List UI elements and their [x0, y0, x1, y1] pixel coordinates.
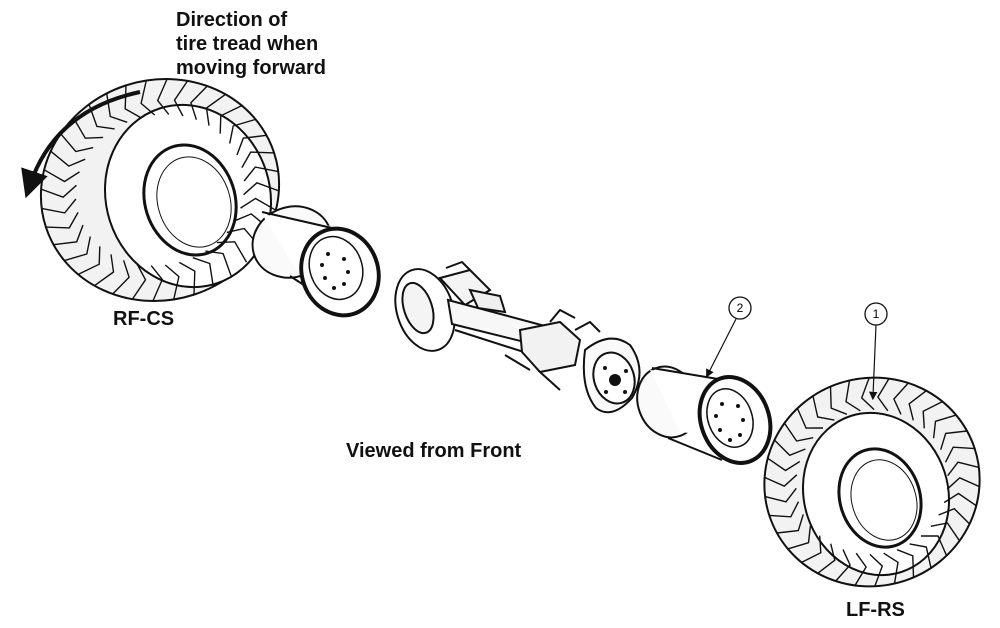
- tread-lug: [219, 104, 243, 134]
- lf-rs-label: LF-RS: [846, 599, 905, 621]
- tread-lug: [243, 166, 279, 182]
- tread-lug: [769, 501, 800, 518]
- tread-lug: [947, 461, 980, 477]
- tread-lug: [150, 265, 164, 302]
- tread-lug: [920, 535, 948, 556]
- tread-lug: [43, 169, 80, 183]
- tread-lug: [893, 382, 909, 415]
- direction-caption-line-2: tire tread when: [176, 33, 319, 55]
- tread-lug: [946, 476, 980, 490]
- tread-lug: [944, 446, 975, 463]
- callout-1: 1: [864, 302, 888, 401]
- tread-lug: [216, 241, 248, 263]
- tread-lug: [243, 181, 280, 196]
- axle-assembly: [394, 260, 641, 414]
- tread-lug: [229, 118, 256, 144]
- tread-lug: [896, 549, 915, 578]
- tread-lug: [241, 151, 275, 168]
- tread-lug: [764, 487, 797, 503]
- lf-tread-lugs: [764, 377, 980, 587]
- tread-lug: [190, 85, 208, 120]
- tread-lug: [883, 552, 899, 584]
- tread-lug: [869, 553, 884, 587]
- lf-rs-tire: [763, 376, 981, 588]
- tread-lug: [178, 261, 196, 295]
- callout-2-leader: [706, 318, 737, 378]
- tread-lug: [787, 525, 812, 550]
- tread-lug: [845, 380, 861, 412]
- callout-1-leader: [868, 324, 878, 401]
- tread-lug: [812, 395, 835, 421]
- tread-lug: [930, 522, 961, 542]
- view-note: Viewed from Front: [346, 440, 522, 462]
- tread-lug: [835, 549, 851, 582]
- tread-lug: [93, 254, 115, 287]
- tread-lug: [88, 104, 115, 130]
- rf-rim-flange: [299, 226, 381, 318]
- direction-caption: Direction of tire tread when moving forw…: [176, 8, 326, 80]
- tread-lug: [240, 197, 277, 211]
- tread-lug: [817, 543, 836, 574]
- tread-lug: [156, 78, 170, 115]
- tread-lug: [764, 474, 798, 488]
- rf-tread-lugs: [40, 78, 280, 302]
- direction-caption-line-3: moving forward: [176, 57, 327, 79]
- tread-lug: [112, 260, 130, 295]
- tread-lug: [922, 400, 943, 429]
- tread-lug: [932, 414, 957, 439]
- tread-lug: [860, 377, 875, 411]
- svg-text:1: 1: [873, 307, 880, 321]
- tread-lug: [60, 133, 94, 153]
- callout-2: 2: [706, 296, 752, 378]
- rf-cs-label: RF-CS: [113, 308, 175, 330]
- tread-lug: [773, 439, 806, 457]
- direction-arrow: [21, 90, 141, 199]
- tread-lug: [829, 386, 848, 415]
- tread-lug: [767, 457, 801, 472]
- differential-housing: [518, 320, 582, 374]
- tread-lug: [72, 117, 104, 139]
- tread-lug: [124, 85, 142, 119]
- tread-lug: [940, 430, 968, 450]
- tread-lug: [909, 543, 932, 569]
- tread-lug: [173, 80, 189, 117]
- tread-lug: [938, 507, 971, 525]
- tread-lug: [783, 422, 814, 442]
- lf-rim: [636, 365, 773, 465]
- tread-lug: [943, 492, 977, 507]
- tread-lug: [854, 552, 867, 586]
- tread-lug: [140, 80, 156, 116]
- tread-lug: [205, 250, 232, 276]
- lf-rim-flange: [697, 375, 773, 465]
- tread-lug: [877, 378, 890, 412]
- direction-caption-line-1: Direction of: [176, 9, 288, 31]
- tread-lug: [192, 257, 214, 287]
- tread-lug: [131, 263, 147, 300]
- tread-lug: [53, 224, 84, 246]
- tread-lug: [801, 535, 822, 564]
- tread-lug: [40, 184, 77, 199]
- tread-lug: [776, 514, 804, 534]
- rf-rim: [251, 205, 381, 318]
- tread-lug: [50, 150, 86, 167]
- tread-lug: [64, 236, 91, 262]
- tread-lug: [77, 246, 101, 276]
- tread-lug: [41, 198, 77, 214]
- tread-lug: [164, 264, 180, 300]
- callout-2-bubble: [728, 296, 752, 320]
- tread-lug: [205, 93, 227, 126]
- tread-lug: [796, 408, 824, 429]
- rf-cs-tire: [39, 78, 281, 302]
- tread-lug: [236, 134, 267, 156]
- tread-lug: [908, 390, 927, 421]
- svg-text:2: 2: [737, 301, 744, 315]
- tread-lug: [45, 212, 79, 229]
